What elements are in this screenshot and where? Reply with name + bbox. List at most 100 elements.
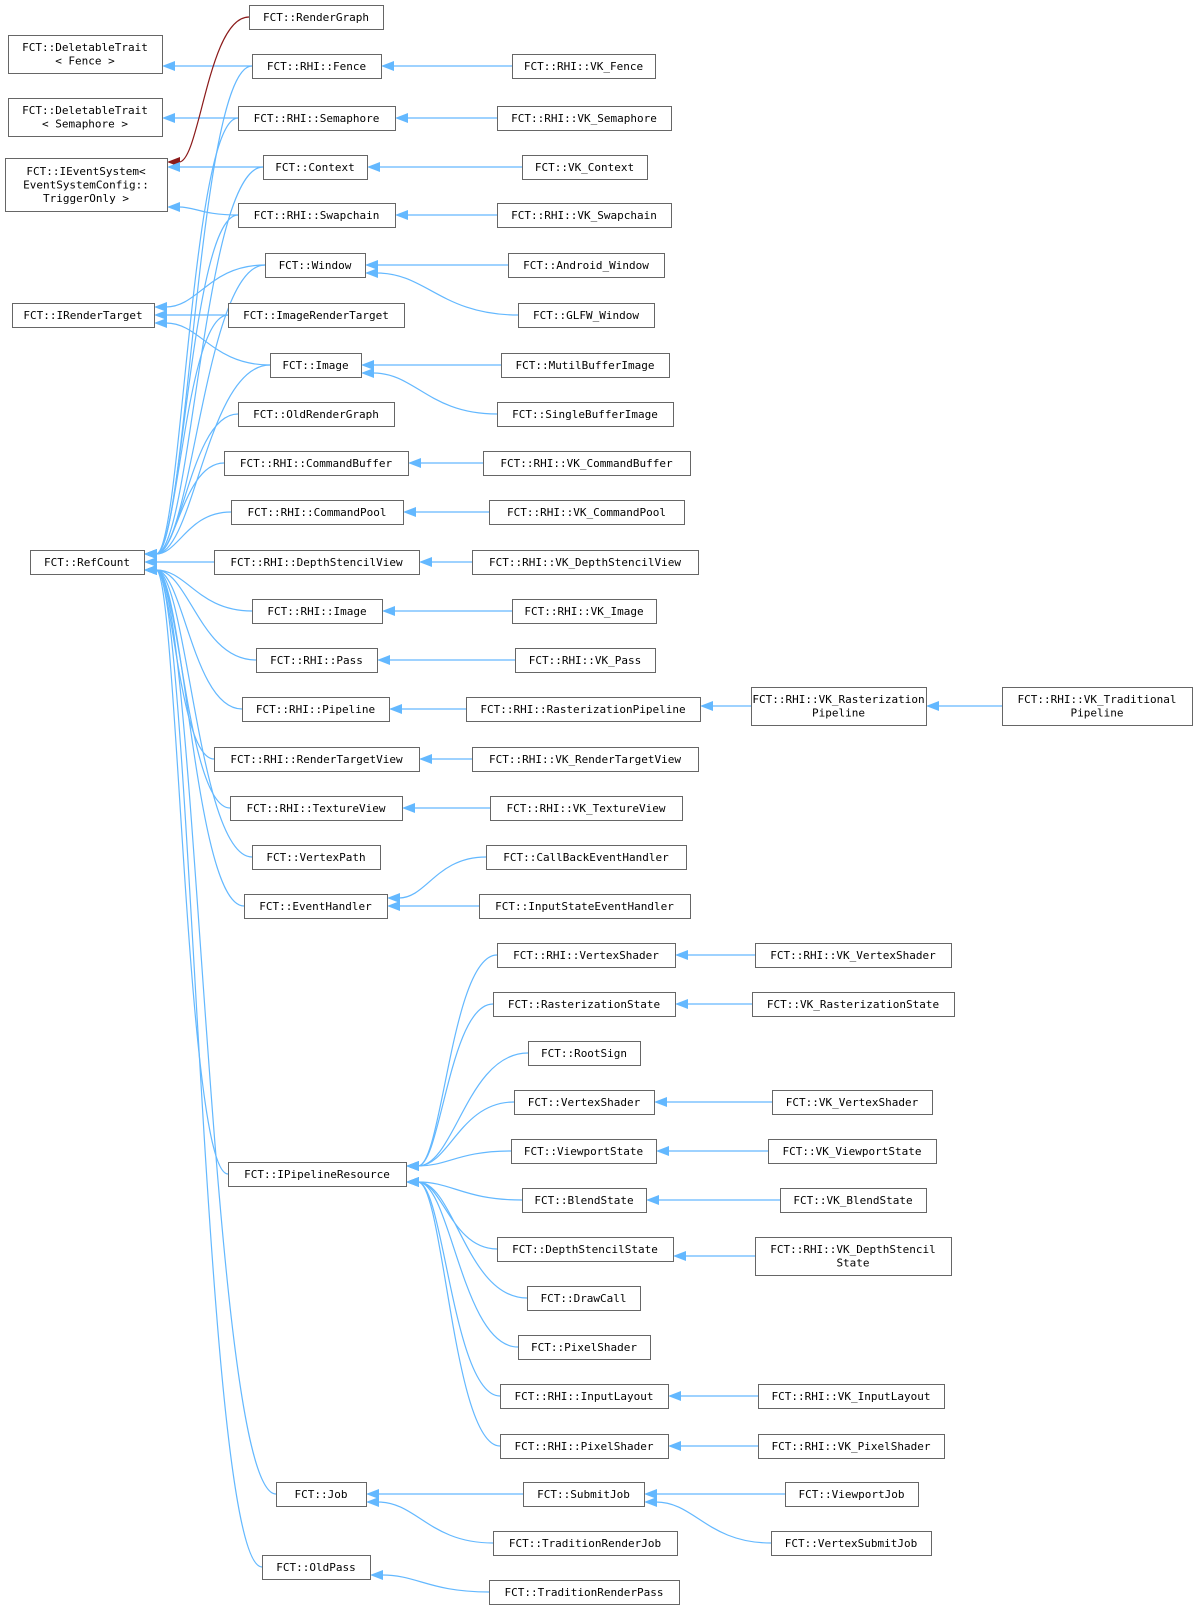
class-node-box (276, 1482, 367, 1507)
class-node-ipipelineres[interactable]: FCT::IPipelineResource (228, 1162, 407, 1187)
class-node-rhi-sem[interactable]: FCT::RHI::Semaphore (238, 106, 396, 131)
inheritance-edge (406, 1177, 501, 1397)
class-node-box (263, 155, 368, 180)
class-node-multibufferimage[interactable]: FCT::MutilBufferImage (501, 353, 670, 378)
class-node-rhi-rastpipe[interactable]: FCT::RHI::RasterizationPipeline (466, 697, 701, 722)
class-node-vk-pass[interactable]: FCT::RHI::VK_Pass (515, 648, 656, 673)
class-node-vk-rastpipe[interactable]: FCT::RHI::VK_RasterizationPipeline (751, 687, 927, 726)
class-node-label: FCT::EventHandler (259, 900, 372, 913)
class-node-ievent[interactable]: FCT::IEventSystem<EventSystemConfig::Tri… (5, 158, 168, 212)
class-node-vk-raststate[interactable]: FCT::VK_RasterizationState (752, 992, 955, 1017)
class-node-irendertarget[interactable]: FCT::IRenderTarget (12, 303, 155, 328)
inheritance-edge (167, 202, 239, 216)
class-node-context[interactable]: FCT::Context (263, 155, 368, 180)
class-node-oldrendergraph[interactable]: FCT::OldRenderGraph (238, 402, 395, 427)
class-node-vshader[interactable]: FCT::VertexShader (514, 1090, 655, 1115)
class-node-callbackhandler[interactable]: FCT::CallBackEventHandler (486, 845, 687, 870)
class-node-del-sem[interactable]: FCT::DeletableTrait< Semaphore > (8, 98, 163, 137)
class-node-vk-blendstate[interactable]: FCT::VK_BlendState (780, 1188, 927, 1213)
class-node-rhi-rtv[interactable]: FCT::RHI::RenderTargetView (214, 747, 420, 772)
class-node-vk-swap[interactable]: FCT::RHI::VK_Swapchain (497, 203, 672, 228)
class-node-job[interactable]: FCT::Job (276, 1482, 367, 1507)
class-node-rhi-inputlayout[interactable]: FCT::RHI::InputLayout (500, 1384, 669, 1409)
class-node-box (758, 1434, 945, 1459)
class-node-singlebufferimage[interactable]: FCT::SingleBufferImage (497, 402, 674, 427)
class-node-label: FCT::Job (295, 1488, 348, 1501)
class-node-traditionrenderpass[interactable]: FCT::TraditionRenderPass (489, 1580, 680, 1605)
inheritance-edge (406, 1052, 529, 1171)
class-node-rhi-vshader[interactable]: FCT::RHI::VertexShader (497, 943, 676, 968)
class-node-rhi-swap[interactable]: FCT::RHI::Swapchain (238, 203, 396, 228)
class-node-vk-inputlayout[interactable]: FCT::RHI::VK_InputLayout (758, 1384, 945, 1409)
inheritance-edge (668, 1441, 758, 1451)
class-node-vk-viewportstate[interactable]: FCT::VK_ViewportState (768, 1139, 937, 1164)
class-node-box (772, 1090, 933, 1115)
class-node-label: FCT::RHI::CommandBuffer (240, 457, 393, 470)
inheritance-edge (154, 318, 271, 366)
class-node-imagerendertarget[interactable]: FCT::ImageRenderTarget (228, 303, 405, 328)
class-node-box (224, 451, 409, 476)
class-node-rhi-pass[interactable]: FCT::RHI::Pass (256, 648, 378, 673)
class-node-rootsign[interactable]: FCT::RootSign (528, 1041, 641, 1066)
class-node-rhi-texview[interactable]: FCT::RHI::TextureView (230, 796, 403, 821)
class-node-traditionrenderjob[interactable]: FCT::TraditionRenderJob (493, 1531, 678, 1556)
class-node-rhi-pshader[interactable]: FCT::RHI::PixelShader (500, 1434, 669, 1459)
class-node-pixelshader[interactable]: FCT::PixelShader (518, 1335, 651, 1360)
class-node-label: FCT::DrawCall (540, 1292, 626, 1305)
class-node-vk-rtv[interactable]: FCT::RHI::VK_RenderTargetView (472, 747, 699, 772)
class-node-oldpass[interactable]: FCT::OldPass (262, 1555, 371, 1580)
class-node-box (771, 1531, 932, 1556)
class-node-rhi-pipeline[interactable]: FCT::RHI::Pipeline (242, 697, 390, 722)
class-node-vk-dsstate[interactable]: FCT::RHI::VK_DepthStencilState (755, 1237, 952, 1276)
class-node-label: EventSystemConfig:: (23, 178, 149, 191)
class-node-window[interactable]: FCT::Window (265, 253, 366, 278)
class-node-vk-pshader[interactable]: FCT::RHI::VK_PixelShader (758, 1434, 945, 1459)
class-node-label: FCT::RHI::VK_Fence (524, 60, 643, 73)
class-node-label: FCT::VK_BlendState (793, 1194, 912, 1207)
class-node-box (479, 894, 691, 919)
class-node-vk-sem[interactable]: FCT::RHI::VK_Semaphore (497, 106, 672, 131)
class-node-vk-context[interactable]: FCT::VK_Context (522, 155, 648, 180)
class-node-vk-vshader[interactable]: FCT::VK_VertexShader (772, 1090, 933, 1115)
class-node-refcount[interactable]: FCT::RefCount (30, 550, 145, 575)
class-node-vk-dsv[interactable]: FCT::RHI::VK_DepthStencilView (472, 550, 699, 575)
class-node-box (8, 35, 163, 74)
class-node-viewportjob[interactable]: FCT::ViewportJob (785, 1482, 919, 1507)
class-node-inputstatehandler[interactable]: FCT::InputStateEventHandler (479, 894, 691, 919)
class-node-label: FCT::RasterizationState (508, 998, 660, 1011)
class-node-rhi-image[interactable]: FCT::RHI::Image (252, 599, 383, 624)
inheritance-edge (668, 1391, 758, 1401)
class-node-label: FCT::RHI::VK_Swapchain (511, 209, 657, 222)
inheritance-edge (167, 162, 263, 172)
class-node-vertexsubmitjob[interactable]: FCT::VertexSubmitJob (771, 1531, 932, 1556)
class-node-vk-cmdbuf[interactable]: FCT::RHI::VK_CommandBuffer (483, 451, 691, 476)
class-node-vertexpath[interactable]: FCT::VertexPath (252, 845, 381, 870)
class-node-vk-fence[interactable]: FCT::RHI::VK_Fence (512, 54, 656, 79)
class-node-raststate[interactable]: FCT::RasterizationState (493, 992, 676, 1017)
class-node-rendergraph[interactable]: FCT::RenderGraph (249, 5, 384, 30)
class-node-android-window[interactable]: FCT::Android_Window (508, 253, 665, 278)
class-node-vk-cmdpool[interactable]: FCT::RHI::VK_CommandPool (489, 500, 685, 525)
class-node-submitjob[interactable]: FCT::SubmitJob (523, 1482, 645, 1507)
class-node-vk-rhi-vshader[interactable]: FCT::RHI::VK_VertexShader (755, 943, 952, 968)
class-node-blendstate[interactable]: FCT::BlendState (522, 1188, 647, 1213)
class-node-box (518, 303, 655, 328)
class-node-glfw-window[interactable]: FCT::GLFW_Window (518, 303, 655, 328)
class-node-vk-image[interactable]: FCT::RHI::VK_Image (512, 599, 657, 624)
class-node-dsstate[interactable]: FCT::DepthStencilState (497, 1237, 674, 1262)
inheritance-edge (406, 1177, 523, 1201)
class-node-rhi-cmdpool[interactable]: FCT::RHI::CommandPool (231, 500, 404, 525)
class-node-vk-texview[interactable]: FCT::RHI::VK_TextureView (490, 796, 683, 821)
class-node-del-fence[interactable]: FCT::DeletableTrait< Fence > (8, 35, 163, 74)
class-node-rhi-dsv[interactable]: FCT::RHI::DepthStencilView (214, 550, 420, 575)
class-node-drawcall[interactable]: FCT::DrawCall (527, 1286, 641, 1311)
class-node-box (512, 599, 657, 624)
class-node-rhi-fence[interactable]: FCT::RHI::Fence (252, 54, 382, 79)
class-node-rhi-cmdbuf[interactable]: FCT::RHI::CommandBuffer (224, 451, 409, 476)
class-node-viewportstate[interactable]: FCT::ViewportState (511, 1139, 657, 1164)
class-node-image[interactable]: FCT::Image (270, 353, 362, 378)
inheritance-edge (402, 803, 491, 813)
class-node-eventhandler[interactable]: FCT::EventHandler (244, 894, 388, 919)
class-node-box (228, 303, 405, 328)
